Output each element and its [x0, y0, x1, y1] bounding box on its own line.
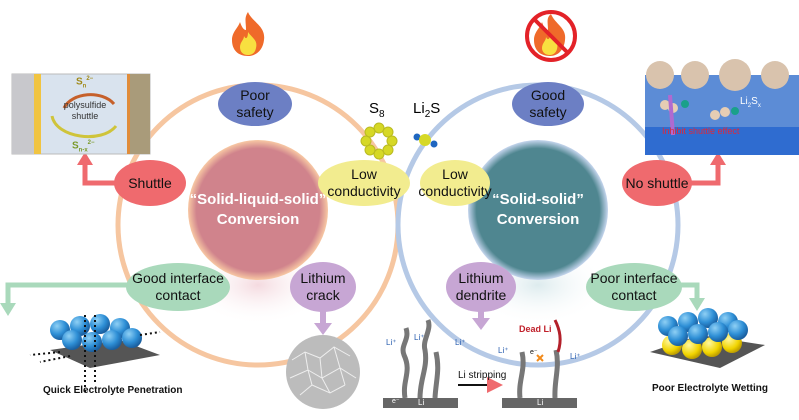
right-interface-line2: contact — [611, 287, 657, 303]
dendrite-electron-2: e⁻ — [530, 349, 538, 356]
no-shuttle-arrow-head — [710, 152, 726, 165]
right-center-line1: “Solid-solid” — [492, 191, 584, 208]
inhibit-shuttle-label: Inhibit shuttle effect — [662, 126, 740, 136]
li2s-s: S — [430, 100, 441, 117]
right-center-disc — [468, 140, 608, 280]
dendrite-electron-1: e⁻ — [392, 398, 400, 405]
sn-bottom-label: Sn-x2− — [72, 140, 95, 153]
li2sx-s: S — [751, 96, 758, 107]
quick-penetration-caption: Quick Electrolyte Penetration — [43, 385, 183, 396]
right-conductivity-line1: Low — [442, 166, 468, 182]
left-center-label: “Solid-liquid-solid” Conversion — [188, 140, 328, 280]
li2sx-label: Li2Sx — [740, 96, 761, 109]
right-center-line2: Conversion — [496, 211, 580, 228]
right-lithium-line1: Lithium — [458, 270, 504, 286]
dendrite-li-ion-3: Li⁺ — [455, 338, 466, 347]
sn-bottom-symbol: S — [72, 140, 79, 152]
s8-label: S8 — [369, 100, 385, 120]
dead-li-label: Dead Li — [519, 324, 552, 334]
dendrite-li-ion-1: Li⁺ — [386, 338, 397, 347]
right-node-shuttle: No shuttle — [622, 160, 692, 206]
right-interface-line1: Poor interface — [590, 270, 678, 286]
left-node-shuttle: Shuttle — [114, 160, 186, 206]
li2sx-sub2: x — [757, 103, 761, 109]
sn-bottom-sub: n-x — [78, 147, 88, 154]
s8-symbol: S — [369, 100, 380, 117]
li2s-label: Li2S — [413, 100, 440, 120]
lithium-crack-disc — [286, 335, 360, 409]
li2s-subscript: 2 — [424, 109, 431, 120]
shuttle-arrow-head — [77, 152, 93, 165]
s8-molecule — [360, 122, 398, 160]
poor-wetting-caption: Poor Electrolyte Wetting — [652, 383, 768, 394]
sn-top-sub: n — [82, 83, 87, 90]
right-lithium-line2: dendrite — [455, 287, 507, 303]
shuttle-arrow — [82, 162, 118, 186]
left-lithium-line1: Lithium — [300, 270, 346, 286]
quick-penetration-illustration — [29, 314, 161, 395]
polysulfide-line2: shuttle — [71, 111, 99, 121]
dendrite-arrow-head — [472, 318, 490, 330]
dendrite-substrate-1: Li — [418, 398, 425, 407]
left-center-disc — [188, 140, 328, 280]
polysulfide-label: polysulfide shuttle — [50, 100, 120, 122]
flame-icon — [232, 12, 265, 56]
dendrite-li-ion-4: Li⁺ — [498, 346, 509, 355]
interface-arrow-left — [5, 282, 128, 305]
interface-arrow-left-head — [0, 303, 16, 316]
crack-arrow-head — [314, 323, 332, 335]
dendrite-li-ion-2: Li⁺ — [414, 333, 425, 342]
li2s-molecule — [413, 133, 438, 148]
right-shuttle-label: No shuttle — [625, 174, 689, 191]
sn-top-symbol: S — [76, 76, 83, 88]
left-conductivity-line2: conductivity — [327, 183, 401, 199]
left-interface-line1: Good interface — [132, 270, 224, 286]
s8-subscript: 8 — [379, 109, 385, 120]
no-fire-icon — [525, 10, 577, 62]
li2s-li: Li — [413, 100, 425, 117]
right-safety-line2: safety — [529, 104, 567, 120]
sn-bottom-sup: 2− — [87, 140, 95, 146]
polysulfide-line1: polysulfide — [63, 100, 107, 110]
poor-wetting-illustration — [650, 308, 765, 368]
left-lithium-line2: crack — [306, 287, 340, 303]
li2sx-li: Li — [740, 96, 748, 107]
left-center-line2: Conversion — [216, 211, 300, 228]
li2sx-sub: 2 — [747, 103, 752, 109]
right-safety-line1: Good — [530, 87, 566, 103]
left-shuttle-label: Shuttle — [128, 174, 172, 191]
right-center-label: “Solid-solid” Conversion — [468, 140, 608, 280]
left-conductivity-line1: Low — [351, 166, 377, 182]
li-stripping-label: Li stripping — [458, 370, 507, 381]
sn-top-sup: 2− — [86, 76, 94, 82]
left-center-line1: “Solid-liquid-solid” — [189, 191, 327, 208]
left-safety-line1: Poor — [240, 87, 270, 103]
inhibit-shuttle-inset — [645, 59, 799, 155]
dendrite-substrate-2: Li — [537, 398, 544, 407]
interface-arrow-right-head — [689, 298, 705, 311]
right-conductivity-line2: conductivity — [418, 183, 492, 199]
left-safety-line2: safety — [236, 104, 274, 120]
dendrite-li-ion-5: Li⁺ — [570, 352, 581, 361]
polysulfide-shuttle-inset — [11, 73, 151, 155]
left-interface-line2: contact — [155, 287, 201, 303]
no-shuttle-arrow — [690, 162, 721, 186]
sn-top-label: Sn2− — [76, 76, 93, 89]
dendrite-illustration — [383, 319, 577, 408]
